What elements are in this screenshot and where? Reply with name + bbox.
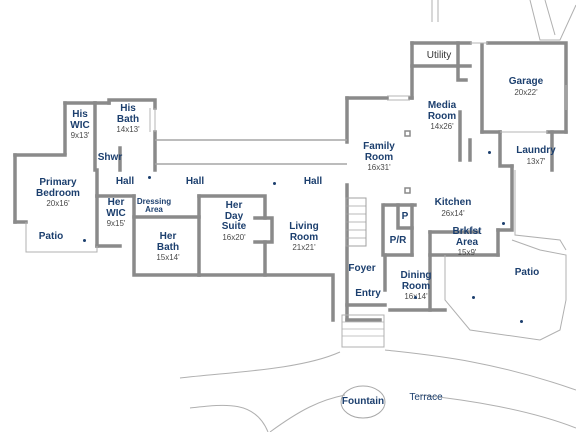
room-name: Living Room: [289, 221, 319, 243]
room-terrace: Terrace: [404, 392, 448, 404]
room-dims: 15x14': [156, 253, 180, 262]
room-pantry: P: [398, 211, 412, 223]
room-dims: 26x14': [441, 208, 465, 218]
fixture-dot: [472, 296, 475, 299]
room-pantry-refrigerator: P/R: [384, 235, 412, 247]
room-dims: 9x13': [70, 131, 90, 140]
exterior-walls: [13, 41, 568, 322]
room-name: Garage: [508, 76, 544, 87]
room-name: Foyer: [348, 263, 376, 274]
fixture-dot: [273, 182, 276, 185]
room-dims: 13x7': [526, 156, 546, 166]
room-name: Primary Bedroom: [36, 177, 80, 199]
windows: [149, 42, 567, 133]
room-hall-1: Hall: [110, 176, 140, 188]
fixture-dot: [520, 320, 523, 323]
terrace-outline: [179, 349, 576, 432]
room-name: Hall: [185, 176, 205, 187]
room-entry: Entry: [352, 288, 384, 300]
room-dims: 20x16': [46, 199, 70, 208]
fixture-dot: [148, 176, 151, 179]
room-dressing-area: Dressing Area: [134, 197, 174, 215]
stairs: [345, 197, 367, 247]
room-shwr: Shwr: [96, 152, 124, 164]
room-dims: 14x13': [116, 125, 140, 134]
room-name: Patio: [38, 231, 64, 242]
room-name: Family Room: [363, 141, 395, 163]
fixture-dot: [488, 151, 491, 154]
room-patio-right: Patio: [510, 267, 544, 279]
room-name: Utility: [426, 50, 452, 61]
room-name: Media Room: [427, 100, 457, 122]
room-dims: 21x21': [292, 243, 316, 252]
room-name: P: [401, 211, 409, 222]
patio-outlines: [25, 170, 567, 341]
room-name: Patio: [514, 267, 540, 278]
room-name: Her Day Suite: [221, 200, 247, 232]
room-dims: 15x9': [457, 248, 477, 257]
room-dims: 9x15': [106, 219, 126, 228]
room-hall-2: Hall: [180, 176, 210, 188]
room-name: Dining Room: [400, 270, 432, 292]
room-dims: 20x22': [514, 87, 538, 97]
room-name: Laundry: [516, 145, 556, 156]
room-name: Terrace: [409, 392, 443, 403]
room-fountain: Fountain: [340, 396, 386, 408]
room-name: Hall: [115, 176, 135, 187]
exterior-outlines: [431, 0, 576, 41]
room-name: Hall: [303, 176, 323, 187]
room-name: Her Bath: [156, 231, 180, 253]
room-dims: 16x31': [367, 163, 391, 172]
room-name: Kitchen: [434, 197, 472, 208]
room-dims: 16x20': [222, 232, 246, 242]
room-name: Dressing Area: [136, 197, 172, 215]
fixtures: [404, 130, 411, 194]
room-name: Brkfst Area: [452, 226, 482, 248]
room-name: His Bath: [116, 103, 140, 125]
room-name: Entry: [355, 288, 381, 299]
room-foyer: Foyer: [346, 263, 378, 275]
fixture-dot: [502, 222, 505, 225]
room-patio-left: Patio: [34, 231, 68, 243]
room-name: His WIC: [70, 109, 90, 131]
room-name: P/R: [389, 235, 407, 246]
room-utility: Utility: [418, 50, 460, 62]
room-name: Her WIC: [106, 197, 126, 219]
fixture-dot: [83, 239, 86, 242]
room-hall-3: Hall: [298, 176, 328, 188]
room-dims: 14x26': [430, 122, 454, 131]
entry-steps: [341, 314, 385, 348]
fixture-dot: [414, 296, 417, 299]
room-name: Fountain: [341, 396, 385, 407]
room-name: Shwr: [97, 152, 123, 163]
